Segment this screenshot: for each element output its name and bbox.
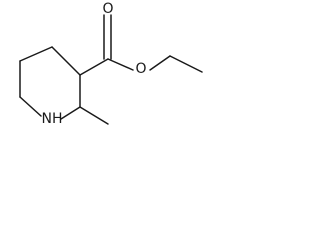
ring-bond-c3-c4 (51, 46, 81, 76)
c3-carbonyl-bond (79, 58, 109, 76)
ring-bond-n-c2 (60, 106, 81, 120)
ethyl-bond (169, 55, 203, 73)
ring-nitrogen-label: NH (42, 111, 63, 127)
ester-oxygen-label: O (135, 61, 146, 77)
carbonyl-ester-oxygen-bond (107, 58, 134, 71)
molecule-structure-diagram: O O NH (19, 1, 203, 127)
ring-bond-c4-c5 (19, 46, 53, 62)
methyl-bond (79, 106, 109, 125)
ester-oxygen-ethyl-bond (149, 55, 171, 71)
carbonyl-oxygen-label: O (102, 1, 113, 17)
ring-bond-c6-n (19, 96, 42, 117)
